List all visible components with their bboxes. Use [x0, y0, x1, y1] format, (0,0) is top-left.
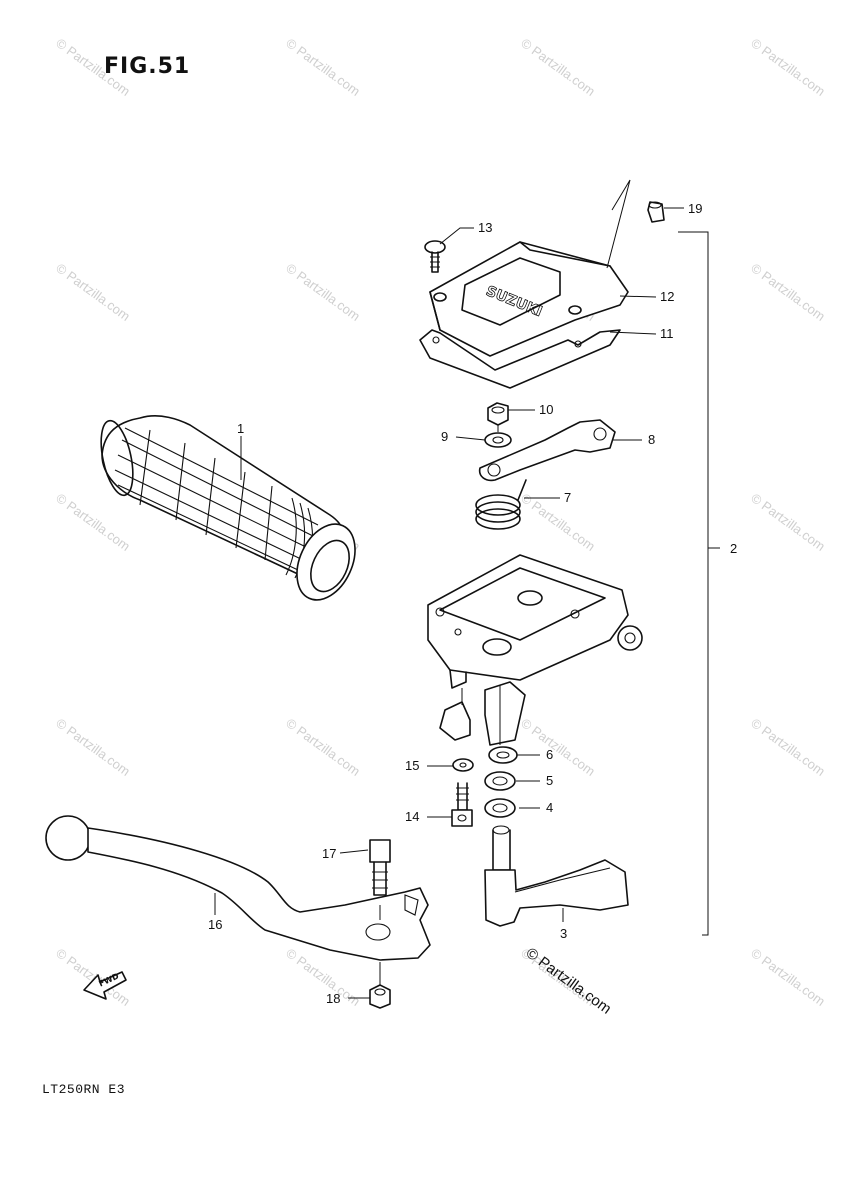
part-10-nut[interactable] — [487, 402, 509, 426]
watermark-text: © Partzilla.com — [518, 490, 598, 554]
part-15-washer[interactable] — [452, 758, 474, 772]
figure-title: FIG.51 — [104, 54, 191, 79]
part-2-housing[interactable] — [427, 554, 643, 746]
callout-7[interactable]: 7 — [564, 490, 571, 505]
callout-14[interactable]: 14 — [405, 809, 419, 824]
part-4-washer[interactable] — [484, 798, 516, 818]
part-5-washer[interactable] — [484, 771, 516, 791]
callout-18[interactable]: 18 — [326, 991, 340, 1006]
watermark-text: © Partzilla.com — [283, 35, 363, 99]
leader-lines — [214, 179, 684, 999]
callout-16[interactable]: 16 — [208, 917, 222, 932]
part-7-spring[interactable] — [475, 479, 527, 530]
watermark-text: © Partzilla.com — [53, 490, 133, 554]
callout-9[interactable]: 9 — [441, 429, 448, 444]
part-16-lever[interactable] — [45, 815, 431, 961]
watermark-text: © Partzilla.com — [748, 490, 828, 554]
callout-11[interactable]: 11 — [660, 326, 674, 341]
part-14-bolt[interactable] — [451, 782, 473, 827]
part-18-nut[interactable] — [369, 984, 391, 1009]
callout-5[interactable]: 5 — [546, 773, 553, 788]
callout-2[interactable]: 2 — [730, 541, 737, 556]
callout-1[interactable]: 1 — [237, 421, 244, 436]
part-9-washer[interactable] — [484, 432, 512, 448]
callout-12[interactable]: 12 — [660, 289, 674, 304]
watermark-text: © Partzilla.com — [518, 715, 598, 779]
callout-19[interactable]: 19 — [688, 201, 702, 216]
watermark-text: © Partzilla.com — [283, 715, 363, 779]
callout-3[interactable]: 3 — [560, 926, 567, 941]
part-8-arm[interactable] — [478, 419, 616, 482]
partzilla-credit: © Partzilla.com — [523, 944, 615, 1017]
callout-10[interactable]: 10 — [539, 402, 553, 417]
callout-13[interactable]: 13 — [478, 220, 492, 235]
callout-15[interactable]: 15 — [405, 758, 419, 773]
part-6-seal[interactable] — [488, 746, 518, 764]
assembly-bracket-2 — [678, 231, 720, 936]
model-code: LT250RN E3 — [42, 1082, 126, 1097]
part-13-screw[interactable] — [424, 240, 446, 273]
watermark-text: © Partzilla.com — [53, 35, 133, 99]
watermark-text: © Partzilla.com — [748, 260, 828, 324]
callout-labels: 1 2 3 4 5 6 7 8 9 10 11 12 13 14 15 16 1… — [208, 201, 737, 1006]
watermark-text: © Partzilla.com — [748, 945, 828, 1009]
part-12-cover[interactable]: SUZUKI — [429, 241, 629, 357]
callout-8[interactable]: 8 — [648, 432, 655, 447]
watermark-text: © Partzilla.com — [53, 715, 133, 779]
part-17-pivot-bolt[interactable] — [369, 839, 391, 896]
part-3-pushrod[interactable] — [484, 825, 629, 927]
watermark-text: © Partzilla.com — [518, 35, 598, 99]
watermark-text: © Partzilla.com — [53, 260, 133, 324]
callout-17[interactable]: 17 — [322, 846, 336, 861]
part-19-cap[interactable] — [647, 201, 665, 223]
watermark-text: © Partzilla.com — [283, 260, 363, 324]
part-11-gasket[interactable] — [419, 329, 621, 389]
part-1-grip[interactable] — [95, 415, 366, 609]
callout-6[interactable]: 6 — [546, 747, 553, 762]
callout-4[interactable]: 4 — [546, 800, 553, 815]
watermark-text: © Partzilla.com — [748, 715, 828, 779]
watermark-text: © Partzilla.com — [748, 35, 828, 99]
